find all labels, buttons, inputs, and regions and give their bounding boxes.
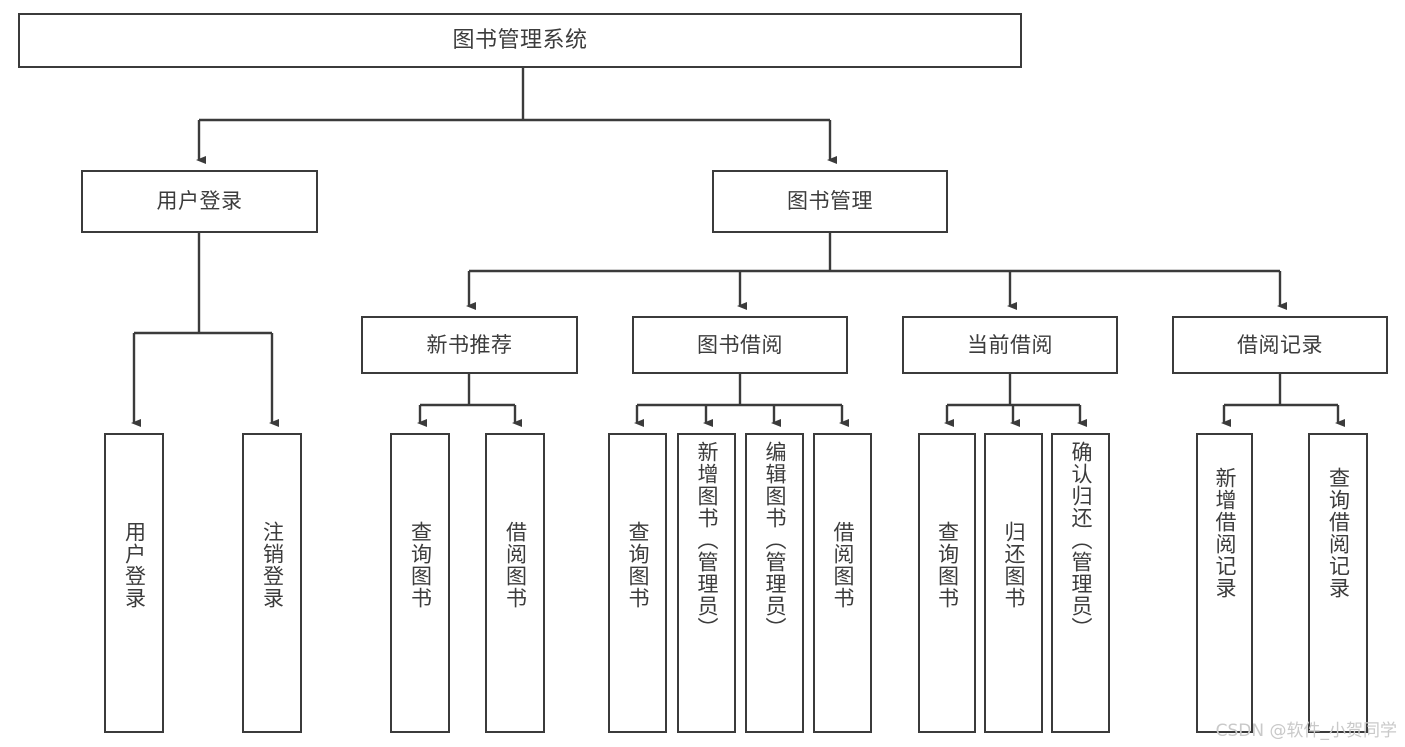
leaf-query-record[interactable]: 查询借阅记录 — [1308, 433, 1368, 733]
node-label: 注销登录 — [260, 521, 285, 609]
node-new-book-recommend[interactable]: 新书推荐 — [361, 316, 578, 374]
node-label: 归还图书 — [1001, 521, 1026, 609]
leaf-add-book[interactable]: 新增图书（管理员） — [677, 433, 736, 733]
leaf-return-book[interactable]: 归还图书 — [984, 433, 1043, 733]
leaf-confirm-return[interactable]: 确认归还（管理员） — [1051, 433, 1110, 733]
leaf-add-record[interactable]: 新增借阅记录 — [1196, 433, 1253, 733]
node-label: 查询借阅记录 — [1326, 467, 1351, 599]
node-label: 确认归还（管理员） — [1068, 441, 1093, 639]
node-label: 新增借阅记录 — [1212, 467, 1237, 599]
node-label: 图书管理系统 — [452, 27, 588, 53]
node-label: 借阅记录 — [1237, 332, 1323, 357]
node-label: 用户登录 — [156, 189, 243, 214]
leaf-query-book-2[interactable]: 查询图书 — [608, 433, 667, 733]
node-label: 借阅图书 — [830, 521, 855, 609]
csdn-watermark: CSDN @软件_小贺同学 — [1215, 721, 1397, 741]
node-label: 图书管理 — [787, 189, 873, 214]
node-book-management[interactable]: 图书管理 — [712, 170, 948, 233]
leaf-user-login[interactable]: 用户登录 — [104, 433, 164, 733]
node-root-book-management-system[interactable]: 图书管理系统 — [18, 13, 1022, 68]
node-label: 编辑图书（管理员） — [762, 441, 787, 639]
node-label: 新增图书（管理员） — [694, 441, 719, 639]
leaf-query-book-3[interactable]: 查询图书 — [918, 433, 976, 733]
node-label: 用户登录 — [122, 521, 147, 609]
leaf-borrow-book-2[interactable]: 借阅图书 — [813, 433, 872, 733]
node-label: 查询图书 — [935, 521, 960, 609]
node-borrow-record[interactable]: 借阅记录 — [1172, 316, 1388, 374]
leaf-logout-login[interactable]: 注销登录 — [242, 433, 302, 733]
node-label: 查询图书 — [625, 521, 650, 609]
node-label: 借阅图书 — [503, 521, 528, 609]
node-label: 查询图书 — [408, 521, 433, 609]
node-label: 新书推荐 — [426, 332, 513, 357]
leaf-query-book-1[interactable]: 查询图书 — [390, 433, 450, 733]
node-label: 图书借阅 — [697, 332, 783, 357]
node-user-login[interactable]: 用户登录 — [81, 170, 318, 233]
leaf-edit-book[interactable]: 编辑图书（管理员） — [745, 433, 804, 733]
node-current-borrow[interactable]: 当前借阅 — [902, 316, 1118, 374]
node-book-borrow[interactable]: 图书借阅 — [632, 316, 848, 374]
leaf-borrow-book-1[interactable]: 借阅图书 — [485, 433, 545, 733]
node-label: 当前借阅 — [967, 332, 1053, 357]
